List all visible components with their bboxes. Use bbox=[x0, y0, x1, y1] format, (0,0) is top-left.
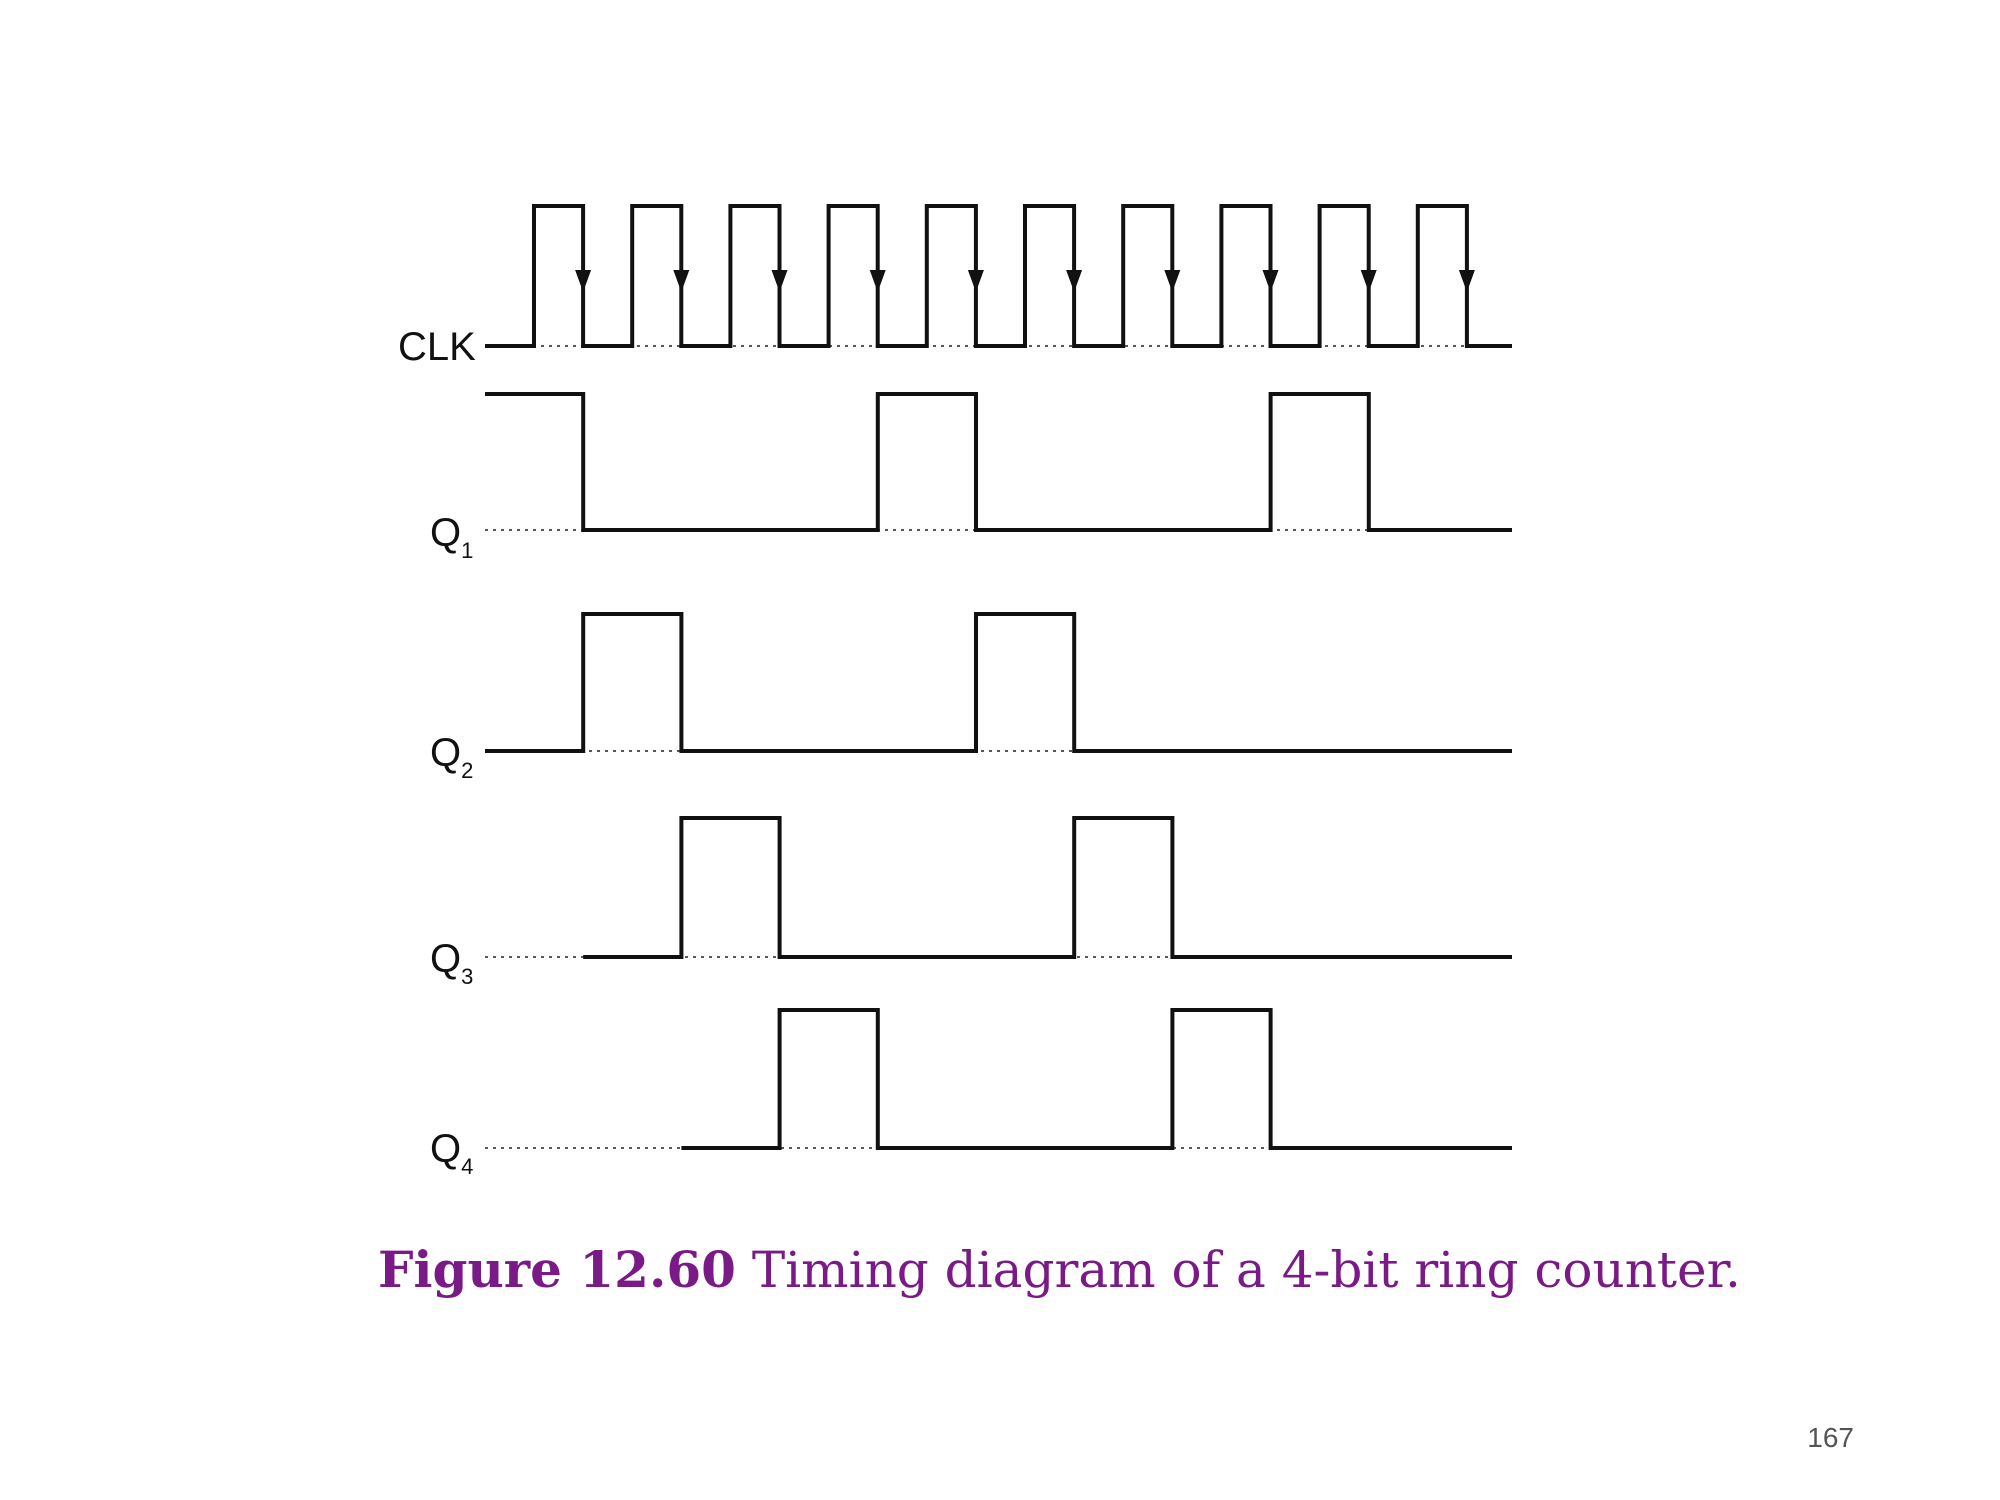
signal-labels: CLK Q1 Q2 Q3 Q4 bbox=[398, 325, 476, 1179]
clk-falling-edge-arrow bbox=[771, 270, 788, 292]
clk-falling-edge-arrow bbox=[967, 270, 984, 292]
label-q3: Q3 bbox=[430, 937, 473, 989]
figure-caption: Figure 12.60 Timing diagram of a 4-bit r… bbox=[378, 1240, 1741, 1299]
q1-waveform bbox=[485, 392, 1512, 532]
label-q1: Q1 bbox=[430, 511, 473, 563]
clk-falling-edge-arrow bbox=[1360, 270, 1377, 292]
clk-falling-edge-arrow bbox=[673, 270, 690, 292]
figure-number: Figure 12.60 bbox=[378, 1240, 736, 1299]
q4-waveform bbox=[681, 1008, 1512, 1150]
label-q2: Q2 bbox=[430, 731, 473, 783]
clk-waveform bbox=[485, 204, 1512, 348]
caption-text: Timing diagram of a 4-bit ring counter. bbox=[735, 1241, 1741, 1299]
clk-falling-edge-arrow bbox=[1164, 270, 1181, 292]
label-q4: Q4 bbox=[430, 1127, 473, 1179]
page-number: 167 bbox=[1807, 1422, 1854, 1453]
clk-falling-edge-arrow bbox=[1262, 270, 1279, 292]
clk-falling-edge-arrow bbox=[1458, 270, 1475, 292]
q3-waveform bbox=[583, 816, 1512, 959]
clk-falling-edge-arrow bbox=[575, 270, 592, 292]
waveforms bbox=[485, 204, 1512, 1150]
q2-waveform bbox=[485, 612, 1512, 753]
clk-falling-edge-arrow bbox=[1066, 270, 1083, 292]
label-clk: CLK bbox=[398, 325, 476, 369]
clk-falling-edge-arrow bbox=[869, 270, 886, 292]
